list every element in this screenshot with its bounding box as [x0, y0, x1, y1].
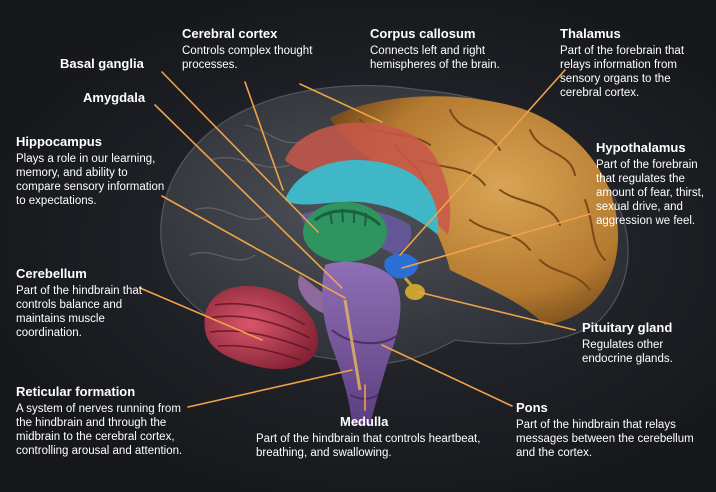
leader-amygdala: [154, 104, 343, 289]
pituitary-gland-title: Pituitary gland: [582, 320, 673, 335]
leader-reticular: [187, 369, 353, 408]
leader-cerebral-cortex: [244, 81, 284, 191]
leader-corpus-callosum: [299, 83, 383, 123]
cerebellum-shape: [204, 285, 319, 370]
thalamus-title: Thalamus: [560, 26, 621, 41]
hippocampus-title: Hippocampus: [16, 134, 102, 149]
reticular-formation-desc: A system of nerves running from the hind…: [16, 403, 183, 457]
hypothalamus-desc: Part of the forebrain that regulates the…: [596, 159, 705, 227]
leader-hippocampus: [161, 195, 346, 299]
label-corpus-callosum: Corpus callosum Connects left and right …: [370, 26, 530, 72]
label-amygdala: Amygdala: [83, 90, 173, 108]
label-reticular-formation: Reticular formation A system of nerves r…: [16, 384, 191, 458]
corpus-callosum-shape: [285, 160, 439, 235]
label-pituitary-gland: Pituitary gland Regulates other endocrin…: [582, 320, 702, 366]
corpus-callosum-title: Corpus callosum: [370, 26, 476, 41]
medulla-desc: Part of the hindbrain that controls hear…: [256, 433, 481, 459]
label-hippocampus: Hippocampus Plays a role in our learning…: [16, 134, 166, 208]
label-hypothalamus: Hypothalamus Part of the forebrain that …: [596, 140, 711, 228]
leader-thalamus: [399, 69, 566, 256]
basal-ganglia-title: Basal ganglia: [60, 56, 144, 71]
cerebellum-title: Cerebellum: [16, 266, 87, 281]
pons-desc: Part of the hindbrain that relays messag…: [516, 419, 694, 459]
reticular-formation-title: Reticular formation: [16, 384, 136, 399]
hypothalamus-title: Hypothalamus: [596, 140, 686, 155]
amygdala-title: Amygdala: [83, 90, 146, 105]
label-cerebral-cortex: Cerebral cortex Controls complex thought…: [182, 26, 332, 72]
label-basal-ganglia: Basal ganglia: [60, 56, 170, 74]
pons-title: Pons: [516, 400, 548, 415]
pituitary-gland-desc: Regulates other endocrine glands.: [582, 339, 673, 365]
leader-cerebellum: [139, 287, 263, 341]
leader-hypothalamus: [401, 213, 591, 269]
cerebellum-desc: Part of the hindbrain that controls bala…: [16, 285, 142, 339]
pituitary-shape: [405, 284, 425, 300]
label-thalamus: Thalamus Part of the forebrain that rela…: [560, 26, 710, 100]
leader-basal-ganglia: [161, 71, 319, 233]
label-cerebellum: Cerebellum Part of the hindbrain that co…: [16, 266, 156, 340]
hypothalamus-shape: [384, 253, 419, 279]
hippocampus-desc: Plays a role in our learning, memory, an…: [16, 153, 165, 207]
label-medulla: Medulla Part of the hindbrain that contr…: [256, 414, 496, 460]
leader-pituitary: [417, 291, 576, 331]
cerebral-cortex-title: Cerebral cortex: [182, 26, 278, 41]
leader-pons: [381, 344, 513, 407]
corpus-callosum-desc: Connects left and right hemispheres of t…: [370, 45, 500, 71]
cerebral-cortex-desc: Controls complex thought processes.: [182, 45, 313, 71]
thalamus-desc: Part of the forebrain that relays inform…: [560, 45, 685, 99]
label-pons: Pons Part of the hindbrain that relays m…: [516, 400, 706, 460]
medulla-title: Medulla: [340, 414, 389, 429]
